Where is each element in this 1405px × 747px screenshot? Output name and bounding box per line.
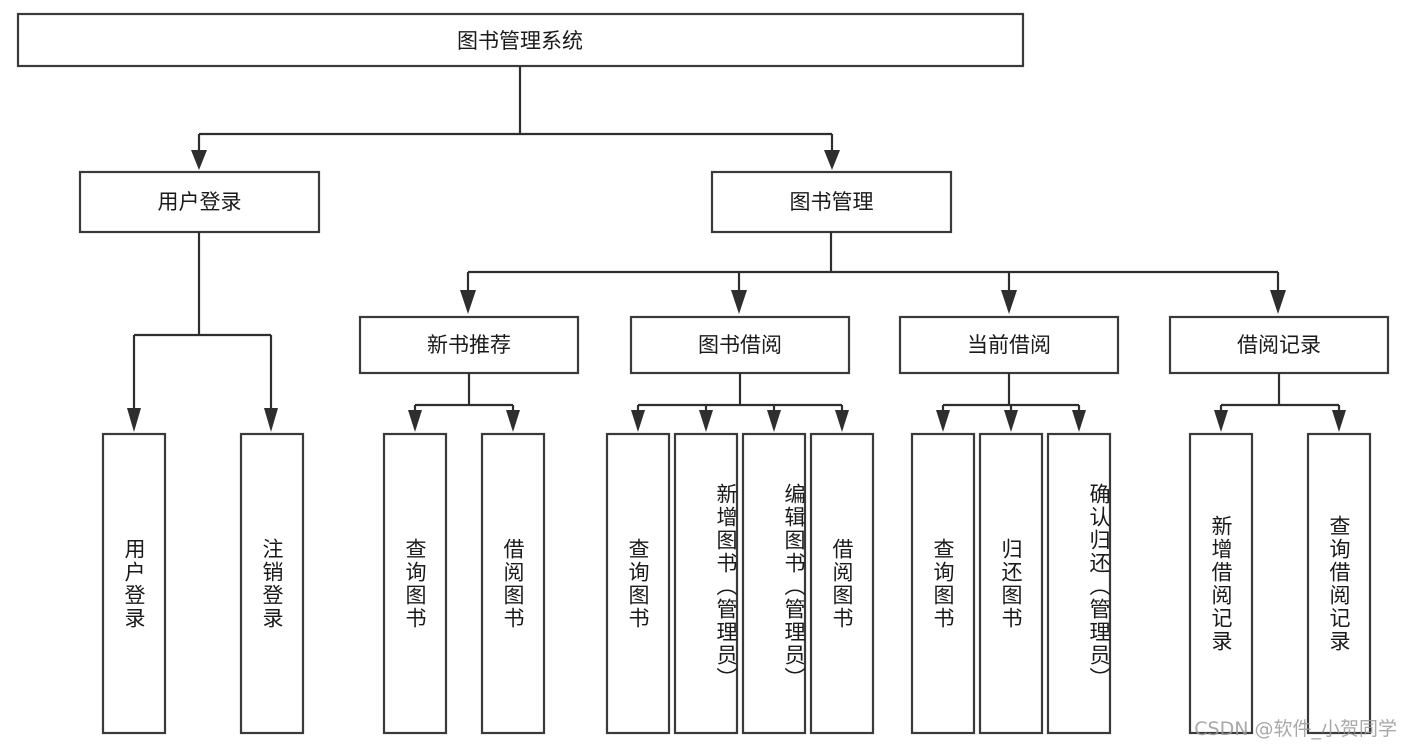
node-root-label: 图书管理系统	[457, 29, 583, 53]
node-current-borrow-label: 当前借阅	[967, 333, 1051, 357]
node-book-borrow-label: 图书借阅	[698, 333, 782, 357]
arrow-new-book-icon	[460, 290, 476, 314]
leaf-query-book-1-box[interactable]	[382, 432, 448, 735]
arrow-leaf-logout-login-icon	[264, 408, 278, 432]
edges-book-borrow-to-leaves	[631, 373, 849, 432]
arrow-leaf-edit-book-admin-icon	[767, 410, 781, 432]
arrow-current-borrow-icon	[1001, 290, 1017, 314]
leaf-query-borrow-record-box[interactable]	[1306, 432, 1372, 735]
leaf-boxes	[101, 432, 1372, 735]
edges-root-to-level1	[191, 66, 840, 170]
node-root[interactable]: 图书管理系统	[16, 12, 1025, 68]
arrow-user-login-icon	[191, 150, 207, 170]
node-current-borrow-box[interactable]	[898, 315, 1120, 375]
arrow-leaf-user-login-icon	[127, 408, 141, 432]
node-root-box[interactable]	[16, 12, 1025, 68]
leaf-logout-login-box[interactable]	[239, 432, 305, 735]
node-new-book-recommend-label: 新书推荐	[427, 333, 511, 357]
arrow-leaf-confirm-return-admin-icon	[1072, 410, 1086, 432]
node-book-manage-box[interactable]	[710, 170, 953, 234]
node-borrow-record-label: 借阅记录	[1237, 333, 1321, 357]
watermark-label: CSDN @软件_小贺同学	[1194, 718, 1397, 740]
node-new-book-recommend-box[interactable]	[358, 315, 580, 375]
arrow-leaf-borrow-book-2-icon	[835, 410, 849, 432]
node-borrow-record-box[interactable]	[1168, 315, 1390, 375]
arrow-leaf-borrow-book-1-icon	[506, 410, 520, 432]
node-borrow-record[interactable]: 借阅记录	[1168, 315, 1390, 375]
arrow-leaf-query-book-2-icon	[631, 410, 645, 432]
arrow-borrow-record-icon	[1270, 290, 1286, 314]
edges-user-login-to-leaves	[127, 232, 278, 432]
leaf-return-book-box[interactable]	[978, 432, 1044, 735]
node-book-manage[interactable]: 图书管理	[710, 170, 953, 234]
arrow-leaf-return-book-icon	[1004, 410, 1018, 432]
node-book-borrow[interactable]: 图书借阅	[629, 315, 851, 375]
arrow-book-manage-icon	[824, 150, 840, 170]
node-user-login-label: 用户登录	[158, 190, 242, 214]
leaf-user-login-box[interactable]	[101, 432, 167, 735]
arrow-leaf-add-borrow-record-icon	[1214, 410, 1228, 432]
arrow-leaf-query-book-1-icon	[408, 410, 422, 432]
arrow-leaf-query-book-3-icon	[936, 410, 950, 432]
arrow-leaf-query-borrow-record-icon	[1332, 410, 1346, 432]
leaf-borrow-book-1-box[interactable]	[480, 432, 546, 735]
arrow-leaf-add-book-admin-icon	[699, 410, 713, 432]
leaf-query-book-3-box[interactable]	[910, 432, 976, 735]
leaf-add-book-admin-box[interactable]	[673, 432, 739, 735]
arrow-book-borrow-icon	[731, 290, 747, 314]
edges-new-book-to-leaves	[408, 373, 520, 432]
leaf-query-book-2-box[interactable]	[605, 432, 671, 735]
edges-current-borrow-to-leaves	[936, 373, 1086, 432]
node-user-login[interactable]: 用户登录	[78, 170, 321, 234]
edges-book-manage-to-level2	[460, 232, 1286, 314]
leaf-add-borrow-record-box[interactable]	[1188, 432, 1254, 735]
edges-borrow-record-to-leaves	[1214, 373, 1346, 432]
node-book-borrow-box[interactable]	[629, 315, 851, 375]
leaf-borrow-book-2-box[interactable]	[809, 432, 875, 735]
node-current-borrow[interactable]: 当前借阅	[898, 315, 1120, 375]
leaf-edit-book-admin-box[interactable]	[741, 432, 807, 735]
leaf-confirm-return-admin-box[interactable]	[1046, 432, 1112, 735]
node-book-manage-label: 图书管理	[790, 190, 874, 214]
node-new-book-recommend[interactable]: 新书推荐	[358, 315, 580, 375]
